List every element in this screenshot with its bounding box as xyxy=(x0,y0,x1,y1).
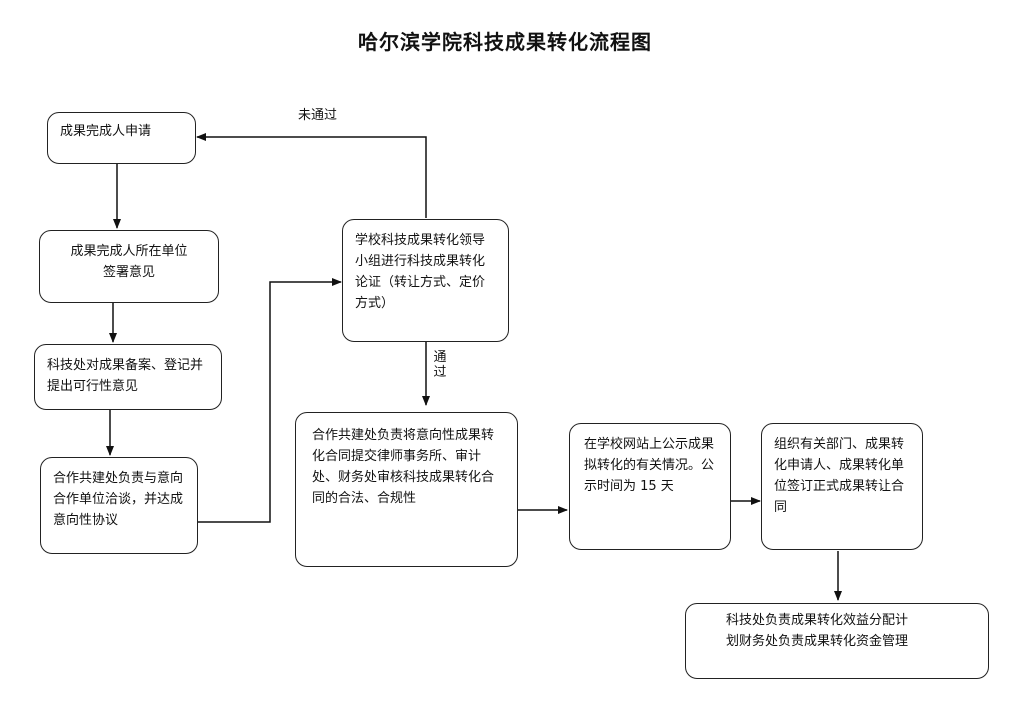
node-benefit: 科技处负责成果转化效益分配计划财务处负责成果转化资金管理 xyxy=(685,603,989,679)
node-sign-contract: 组织有关部门、成果转化申请人、成果转化单位签订正式成果转让合同 xyxy=(761,423,923,550)
node-tech-office: 科技处对成果备案、登记并提出可行性意见 xyxy=(34,344,222,410)
arrow-coop-to-leader xyxy=(198,278,342,523)
node-leader-group: 学校科技成果转化领导小组进行科技成果转化论证（转让方式、定价方式） xyxy=(342,219,509,342)
node-unit-sign: 成果完成人所在单位签署意见 xyxy=(39,230,219,303)
label-passed: 通过 xyxy=(433,350,447,380)
node-apply: 成果完成人申请 xyxy=(47,112,196,164)
node-contract-review: 合作共建处负责将意向性成果转化合同提交律师事务所、审计处、财务处审核科技成果转化… xyxy=(295,412,518,567)
label-not-passed: 未通过 xyxy=(298,108,338,123)
node-publicity: 在学校网站上公示成果拟转化的有关情况。公示时间为 15 天 xyxy=(569,423,731,550)
page-title: 哈尔滨学院科技成果转化流程图 xyxy=(358,30,652,54)
arrow-not-passed-feedback xyxy=(196,133,427,218)
node-coop-agreement: 合作共建处负责与意向合作单位洽谈，并达成意向性协议 xyxy=(40,457,198,554)
